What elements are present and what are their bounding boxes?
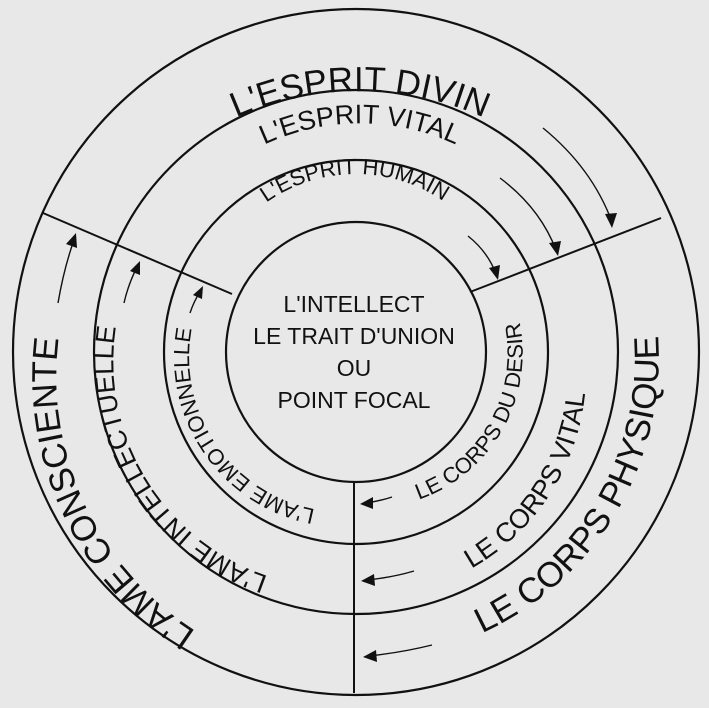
arrow-outer-left bbox=[57, 233, 77, 304]
arrow-inner-left bbox=[189, 286, 203, 314]
arrow-inner-top-right bbox=[467, 235, 500, 280]
arrow-middle-left bbox=[123, 261, 140, 304]
center-line-3: OU bbox=[337, 355, 372, 381]
left-divider-line bbox=[42, 212, 233, 295]
outer-right-label: LE CORPS PHYSIQUE bbox=[468, 335, 667, 640]
center-line-2: LE TRAIT D'UNION bbox=[253, 323, 455, 349]
middle-ring-circle bbox=[92, 88, 620, 616]
center-line-1: L'INTELLECT bbox=[283, 291, 424, 317]
outer-ring-circle bbox=[11, 7, 701, 697]
inner-ring-circle bbox=[162, 158, 550, 546]
arrow-outer-top-right bbox=[542, 127, 617, 228]
center-circle bbox=[224, 220, 488, 484]
arrow-middle-top-right bbox=[499, 177, 561, 256]
right-divider-line bbox=[469, 217, 662, 293]
inner-top-label: L'ESPRIT HUMAIN bbox=[255, 154, 454, 207]
center-line-4: POINT FOCAL bbox=[278, 387, 431, 413]
arrow-outer-bottom bbox=[363, 644, 433, 662]
arrow-middle-bottom bbox=[361, 570, 415, 586]
inner-left-label: L'AME EMOTIONNELLE bbox=[169, 326, 316, 529]
arrow-inner-bottom bbox=[360, 496, 393, 509]
